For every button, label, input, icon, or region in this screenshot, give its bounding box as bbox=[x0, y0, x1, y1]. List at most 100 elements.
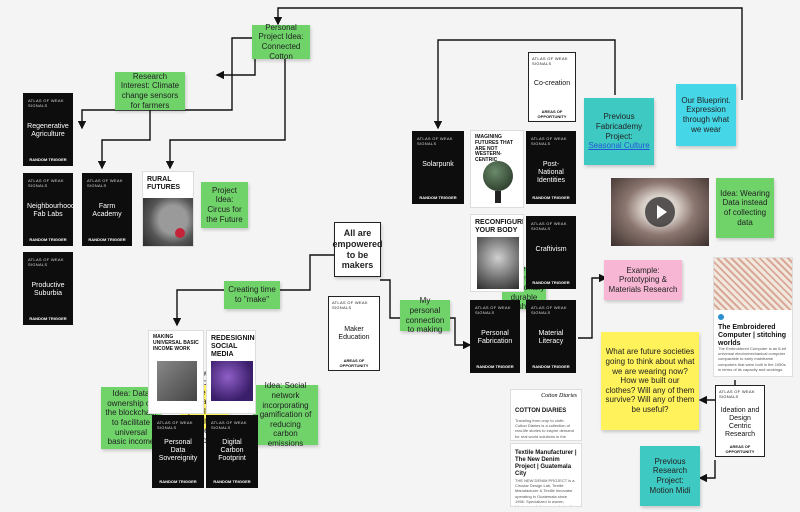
sticky-research-climate-text: Research Interest: Climate change sensor… bbox=[120, 71, 180, 110]
card-farm-academy[interactable]: ATLAS OF WEAK SIGNALS Farm Academy RANDO… bbox=[82, 173, 132, 246]
photo-imagining-futures[interactable]: IMAGINING FUTURES THAT ARE NOT WESTERN-C… bbox=[470, 130, 524, 208]
sticky-idea-social-network-text: Idea: Social network incorporating gamif… bbox=[259, 381, 312, 448]
card-top-label: ATLAS OF WEAK SIGNALS bbox=[532, 56, 568, 66]
sticky-example-prototyping[interactable]: Example: Prototyping & Materials Researc… bbox=[604, 260, 682, 300]
photo-making-ubi[interactable]: MAKING UNIVERSAL BASIC INCOME WORK bbox=[148, 330, 204, 414]
card-personal-data[interactable]: ATLAS OF WEAK SIGNALS Personal Data Sove… bbox=[152, 415, 204, 488]
sticky-blueprint-text: Our Blueprint. Expression through what w… bbox=[681, 95, 731, 134]
card-regenerative[interactable]: ATLAS OF WEAK SIGNALS Regenerative Agric… bbox=[23, 93, 73, 166]
sticky-creating-time[interactable]: Creating time to "make" bbox=[224, 281, 280, 309]
sticky-example-prototyping-text: Example: Prototyping & Materials Researc… bbox=[608, 265, 678, 294]
card-bottom-label: AREAS OF OPPORTUNITY bbox=[725, 444, 755, 454]
card-personal-data-title: Personal Data Sovereignity bbox=[158, 439, 198, 463]
sticky-blueprint[interactable]: Our Blueprint. Expression through what w… bbox=[676, 84, 736, 146]
sticky-idea-data-ownership-text: Idea: Data ownership on the blockchain t… bbox=[105, 389, 157, 447]
reconfigure-image bbox=[477, 237, 519, 289]
card-bottom-label: RANDOM TRIGGER bbox=[476, 364, 514, 369]
cotton-diaries-logo: Cotton Diaries bbox=[541, 393, 577, 399]
photo-reconfigure[interactable]: RECONFIGURE YOUR BODY bbox=[470, 214, 524, 292]
red-ball-shape bbox=[175, 228, 185, 238]
seasonal-culture-link[interactable]: Seasonal Culture bbox=[588, 141, 650, 151]
sticky-project-circus[interactable]: Project Idea: Circus for the Future bbox=[201, 182, 248, 228]
card-bottom-label: AREAS OF OPPORTUNITY bbox=[339, 358, 369, 368]
arrow-top-to-solarpunk bbox=[433, 39, 616, 130]
sticky-previous-research-text: Previous Research Project: Motion Midi bbox=[649, 456, 691, 495]
card-personal-fabrication[interactable]: ATLAS OF WEAK SIGNALS Personal Fabricati… bbox=[470, 300, 520, 373]
sticky-project-circus-text: Project Idea: Circus for the Future bbox=[206, 185, 243, 224]
sticky-personal-connection-text: My personal connection to making bbox=[405, 296, 445, 335]
card-top-label: ATLAS OF WEAK SIGNALS bbox=[531, 221, 567, 231]
globe-image bbox=[483, 161, 513, 191]
cotton-diaries-card[interactable]: Cotton Diaries COTTON DIARIES Traveling … bbox=[510, 389, 582, 441]
cotton-diaries-body: Traveling from crop to cloth: Cotton Dia… bbox=[515, 418, 574, 440]
card-top-label: ATLAS OF WEAK SIGNALS bbox=[475, 305, 511, 315]
embroidered-title: The Embroidered Computer | stitching wor… bbox=[718, 324, 787, 348]
sticky-previous-research[interactable]: Previous Research Project: Motion Midi bbox=[640, 446, 700, 506]
card-ideation-title: Ideation and Design Centric Research bbox=[720, 407, 760, 439]
card-craftivism-title: Craftivism bbox=[535, 245, 567, 253]
sticky-personal-project-text: Personal Project Idea: Connected Cotton bbox=[258, 22, 304, 61]
card-bottom-label: RANDOM TRIGGER bbox=[213, 479, 251, 484]
reconfigure-title: RECONFIGURE YOUR BODY bbox=[475, 219, 524, 235]
arrow-ideation-to-motion bbox=[698, 460, 716, 483]
card-bottom-label: AREAS OF OPPORTUNITY bbox=[537, 109, 567, 119]
card-top-label: ATLAS OF WEAK SIGNALS bbox=[87, 178, 123, 188]
sticky-wearing-data[interactable]: Idea: Wearing Data instead of collecting… bbox=[716, 178, 774, 238]
play-icon[interactable] bbox=[645, 197, 675, 227]
card-personal-fabrication-title: Personal Fabrication bbox=[477, 329, 513, 345]
sticky-research-climate[interactable]: Research Interest: Climate change sensor… bbox=[115, 72, 185, 110]
sticky-future-societies[interactable]: What are future societies going to think… bbox=[601, 332, 699, 430]
arrow-personal-to-rural bbox=[165, 58, 286, 170]
rural-futures-title: RURAL FUTURES bbox=[147, 176, 181, 192]
card-top-label: ATLAS OF WEAK SIGNALS bbox=[28, 178, 64, 188]
imagining-futures-title: IMAGINING FUTURES THAT ARE NOT WESTERN-C… bbox=[475, 134, 513, 163]
card-post-national[interactable]: ATLAS OF WEAK SIGNALS Post-National Iden… bbox=[526, 131, 576, 204]
card-post-national-title: Post-National Identities bbox=[536, 160, 566, 184]
cotton-diaries-title: COTTON DIARIES bbox=[515, 408, 567, 414]
card-bottom-label: RANDOM TRIGGER bbox=[29, 157, 67, 162]
sticky-future-societies-text: What are future societies going to think… bbox=[605, 347, 695, 414]
arrow-personal-to-regenerative bbox=[77, 37, 252, 130]
card-co-creation-title: Co-creation bbox=[533, 80, 571, 88]
sticky-personal-connection[interactable]: My personal connection to making bbox=[400, 296, 450, 334]
sticky-energy-usage-text: How to resolve energy usage problems wit… bbox=[182, 368, 227, 445]
sticky-previous-fabricademy[interactable]: Previous Fabricademy Project: Seasonal C… bbox=[584, 98, 654, 165]
embroidered-image bbox=[714, 258, 792, 310]
card-maker-education-title: Maker Education bbox=[338, 326, 370, 342]
card-regenerative-title: Regenerative Agriculture bbox=[27, 122, 69, 138]
card-top-label: ATLAS OF WEAK SIGNALS bbox=[211, 420, 247, 430]
card-maker-education[interactable]: ATLAS OF WEAK SIGNALS Maker Education AR… bbox=[328, 296, 380, 371]
video-thumbnail[interactable] bbox=[611, 178, 709, 246]
sticky-all-empowered-text: All are empowered to be makers bbox=[332, 227, 383, 271]
card-craftivism[interactable]: ATLAS OF WEAK SIGNALS Craftivism RANDOM … bbox=[526, 216, 576, 289]
card-top-label: ATLAS OF WEAK SIGNALS bbox=[417, 136, 453, 146]
sticky-idea-social-network[interactable]: Idea: Social network incorporating gamif… bbox=[253, 381, 318, 448]
card-digital-carbon-title: Digital Carbon Footprint bbox=[218, 439, 246, 463]
textile-manufacturer-card[interactable]: Textile Manufacturer | The New Denim Pro… bbox=[510, 443, 582, 507]
social-media-image bbox=[211, 361, 253, 401]
card-solarpunk-title: Solarpunk bbox=[422, 160, 454, 168]
card-solarpunk[interactable]: ATLAS OF WEAK SIGNALS Solarpunk RANDOM T… bbox=[412, 131, 464, 204]
card-bottom-label: RANDOM TRIGGER bbox=[29, 237, 67, 242]
sticky-personal-project[interactable]: Personal Project Idea: Connected Cotton bbox=[252, 22, 310, 61]
photo-redesigning-social[interactable]: REDESIGNING SOCIAL MEDIA bbox=[206, 330, 256, 414]
embroidered-computer-card[interactable]: The Embroidered Computer | stitching wor… bbox=[713, 257, 793, 377]
photo-rural-futures[interactable]: RURAL FUTURES bbox=[142, 171, 194, 247]
card-neighbourhood[interactable]: ATLAS OF WEAK SIGNALS Neighbourhood Fab … bbox=[23, 173, 75, 246]
sticky-all-empowered[interactable]: All are empowered to be makers bbox=[332, 222, 383, 277]
web-link-icon bbox=[718, 314, 724, 320]
card-digital-carbon[interactable]: ATLAS OF WEAK SIGNALS Digital Carbon Foo… bbox=[206, 415, 258, 488]
card-co-creation[interactable]: ATLAS OF WEAK SIGNALS Co-creation AREAS … bbox=[528, 52, 576, 122]
globe-stand-shape bbox=[495, 191, 501, 203]
textile-body: THE NEW DENIM PROJECT is a Circular Desi… bbox=[515, 478, 577, 507]
card-top-label: ATLAS OF WEAK SIGNALS bbox=[28, 257, 64, 267]
card-top-label: ATLAS OF WEAK SIGNALS bbox=[719, 389, 755, 399]
card-ideation[interactable]: ATLAS OF WEAK SIGNALS Ideation and Desig… bbox=[715, 385, 765, 457]
rural-futures-image bbox=[143, 198, 193, 246]
card-bottom-label: RANDOM TRIGGER bbox=[532, 364, 570, 369]
card-material-literacy[interactable]: ATLAS OF WEAK SIGNALS Material Literacy … bbox=[526, 300, 576, 373]
card-bottom-label: RANDOM TRIGGER bbox=[29, 316, 67, 321]
card-productive[interactable]: ATLAS OF WEAK SIGNALS Productive Suburbi… bbox=[23, 252, 73, 325]
sticky-creating-time-text: Creating time to "make" bbox=[228, 285, 276, 304]
